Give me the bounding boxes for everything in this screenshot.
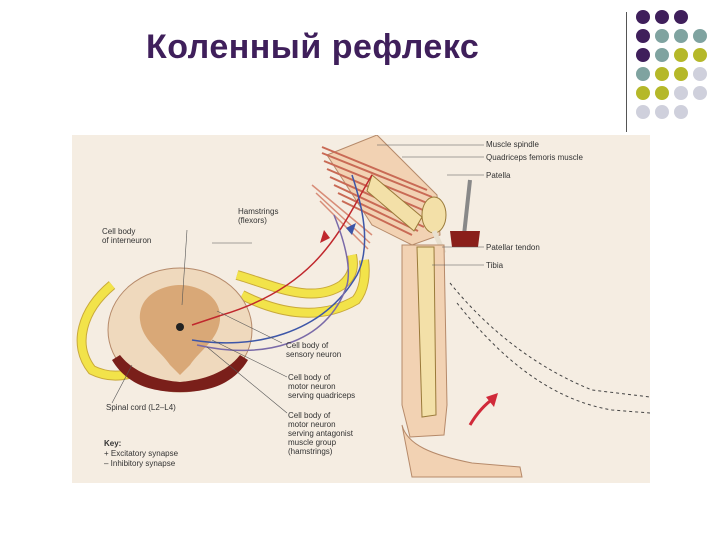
extended-leg-outline (449, 282, 650, 398)
decorative-dot (674, 67, 688, 81)
reflex-hammer-handle (462, 179, 472, 236)
decorative-dot (655, 10, 669, 24)
decorative-dot (636, 105, 650, 119)
patella (421, 196, 447, 234)
label-muscle-spindle: Muscle spindle (486, 140, 539, 149)
extended-leg-outline-lower (456, 302, 650, 414)
decorative-dot (674, 48, 688, 62)
decorative-dot (636, 10, 650, 24)
label-interneuron-line1: Cell body (102, 227, 136, 236)
foot (401, 424, 523, 478)
decorative-dot (693, 29, 707, 43)
decorative-dot (655, 67, 669, 81)
label-patella: Patella (486, 171, 511, 180)
decorative-dot (636, 48, 650, 62)
label-hamstrings-line2: (flexors) (238, 216, 267, 225)
label-motor-ant-line4: muscle group (288, 438, 337, 447)
decorative-dot (636, 67, 650, 81)
label-motor-quad-line3: serving quadriceps (288, 391, 356, 400)
title-divider (626, 12, 627, 132)
decorative-dot (655, 105, 669, 119)
decorative-dot (655, 86, 669, 100)
label-motor-quad-line2: motor neuron (288, 382, 336, 391)
decorative-dot (693, 48, 707, 62)
label-quadriceps: Quadriceps femoris muscle (486, 153, 583, 162)
slide-title: Коленный рефлекс (146, 28, 480, 66)
reflex-illustration (76, 135, 650, 478)
diagram-key: Key: + Excitatory synapse – Inhibitory s… (104, 439, 178, 469)
label-interneuron: Cell body of interneuron (102, 227, 151, 245)
decorative-dot (674, 10, 688, 24)
decorative-dot (655, 29, 669, 43)
label-spinal-cord: Spinal cord (L2–L4) (106, 403, 176, 412)
label-hamstrings-line1: Hamstrings (238, 207, 279, 216)
central-canal (176, 323, 184, 331)
decorative-dot (674, 86, 688, 100)
motor-pathway-hamstrings (196, 214, 350, 352)
decorative-dot (674, 29, 688, 43)
tibia-bone (416, 246, 437, 418)
leader-lines (111, 144, 484, 414)
label-patellar-tendon: Patellar tendon (486, 243, 540, 252)
motor-pathway-quadriceps (191, 174, 366, 344)
decorative-dot (655, 48, 669, 62)
femur-bone (366, 174, 423, 232)
signal-arrow-blue (346, 223, 356, 235)
label-motor-quad-line1: Cell body of (288, 373, 331, 382)
decorative-dot (636, 29, 650, 43)
label-motor-ant-line3: serving antagonist (288, 429, 353, 438)
label-interneuron-line2: of interneuron (102, 236, 152, 245)
label-motor-ant-line5: (hamstrings) (288, 447, 333, 456)
decorative-dot (693, 67, 707, 81)
reflex-hammer-head (450, 231, 480, 247)
label-sensory-neuron: Cell body of sensory neuron (286, 341, 341, 359)
key-excitatory: + Excitatory synapse (104, 449, 179, 458)
decorative-dot (636, 86, 650, 100)
decorative-dot (674, 105, 688, 119)
label-tibia: Tibia (486, 261, 504, 270)
label-motor-antagonist: Cell body of motor neuron serving antago… (288, 411, 353, 456)
knee-reflex-diagram: Muscle spindle Quadriceps femoris muscle… (72, 135, 650, 483)
label-sensory-line1: Cell body of (286, 341, 329, 350)
key-title: Key: (104, 439, 122, 448)
label-motor-ant-line1: Cell body of (288, 411, 331, 420)
label-sensory-line2: sensory neuron (286, 350, 342, 359)
key-inhibitory: – Inhibitory synapse (104, 459, 176, 468)
spinal-root-right (180, 355, 248, 392)
label-motor-ant-line2: motor neuron (288, 420, 336, 429)
decorative-dot (693, 86, 707, 100)
label-motor-quadriceps: Cell body of motor neuron serving quadri… (288, 373, 355, 400)
signal-arrow-red (320, 230, 330, 243)
spinal-root-left (112, 355, 180, 392)
label-hamstrings: Hamstrings (flexors) (238, 207, 278, 225)
sensory-pathway (191, 174, 373, 326)
kick-arrow-head (486, 393, 498, 407)
